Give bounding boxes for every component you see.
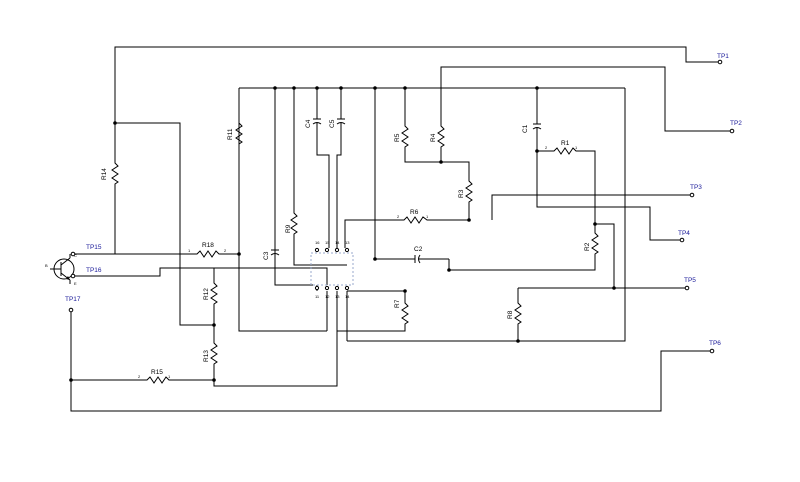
ic-pin-label: 13 <box>335 294 340 299</box>
r5-label: R5 <box>394 133 401 142</box>
capacitor-c2: C2 <box>410 246 427 264</box>
r15-label: R15 <box>151 369 163 376</box>
r11-label: R11 <box>227 128 234 140</box>
r6-pin1: 1 <box>426 214 429 219</box>
testpoint-tp4: TP4 <box>678 230 690 243</box>
resistor-r9: R9 <box>285 210 298 236</box>
resistor-r11: R11 <box>227 120 243 146</box>
resistor-r14: R14 <box>101 160 119 186</box>
resistor-r3: R3 <box>458 178 473 203</box>
tp2-label: TP2 <box>730 120 742 127</box>
r4-label: R4 <box>430 133 437 142</box>
c4-label: C4 <box>305 119 312 128</box>
ic-pin-label: 15 <box>325 240 330 245</box>
resistor-r7: R7 <box>394 299 409 325</box>
tp15-label: TP15 <box>86 244 102 251</box>
r15-pin1: 1 <box>168 374 171 379</box>
c3-label: C3 <box>263 251 270 260</box>
ic-pin-label: 11 <box>315 294 320 299</box>
testpoint-tp3: TP3 <box>689 184 702 198</box>
testpoint-tp5: TP5 <box>684 277 696 291</box>
r8-label: R8 <box>507 310 514 319</box>
r9-label: R9 <box>285 224 292 233</box>
transistor-emitter-label: E <box>74 281 77 286</box>
wires <box>70 46 730 412</box>
testpoint-tp2: TP2 <box>729 120 742 134</box>
transistor-base-label: B <box>45 263 48 268</box>
r18-pin2: 2 <box>224 248 227 253</box>
c1-label: C1 <box>522 124 529 133</box>
capacitor-c3: C3 <box>263 249 280 260</box>
tp6-label: TP6 <box>709 340 721 347</box>
r14-label: R14 <box>101 168 108 180</box>
testpoint-tp15: TP15 <box>70 244 102 257</box>
r1-pin2: 2 <box>545 145 548 150</box>
r6-label: R6 <box>410 209 419 216</box>
ic-pin-label: 12 <box>325 294 330 299</box>
capacitor-c5: C5 <box>329 112 346 130</box>
r18-pin1: 1 <box>188 248 191 253</box>
testpoint-tp1: TP1 <box>717 53 729 65</box>
c2-label: C2 <box>414 246 423 253</box>
r1-label: R1 <box>561 140 570 147</box>
resistor-r5: R5 <box>394 123 409 148</box>
ic-pin-label: 13 <box>345 240 350 245</box>
tp17-label: TP17 <box>65 296 81 303</box>
testpoint-tp6: TP6 <box>709 340 721 354</box>
ic-chip: 16 15 14 13 11 12 13 14 <box>310 240 354 299</box>
transistor-q1: C B E <box>45 253 77 286</box>
tp16-label: TP16 <box>86 267 102 274</box>
r13-label: R13 <box>203 350 210 362</box>
resistor-r15: R15 2 1 <box>138 369 172 384</box>
tp5-label: TP5 <box>684 277 696 284</box>
r6-pin2: 2 <box>397 214 400 219</box>
junctions <box>69 86 616 382</box>
resistor-r1: R1 2 1 <box>545 140 578 155</box>
ic-pin-label: 14 <box>345 294 350 299</box>
r12-label: R12 <box>203 288 210 300</box>
tp1-label: TP1 <box>717 53 729 60</box>
tp4-label: TP4 <box>678 230 690 237</box>
testpoint-tp17: TP17 <box>65 296 81 313</box>
r2-label: R2 <box>584 242 591 251</box>
tp3-label: TP3 <box>690 184 702 191</box>
testpoint-tp16: TP16 <box>70 267 102 279</box>
ic-top-pins: 16 15 14 13 <box>314 240 350 253</box>
resistor-r18: R18 1 2 <box>188 242 227 258</box>
r18-label: R18 <box>202 242 214 249</box>
capacitor-c1: C1 <box>522 115 542 137</box>
resistor-r6: R6 2 1 <box>397 209 432 224</box>
resistor-r2: R2 <box>584 230 599 255</box>
ic-pin-label: 16 <box>315 240 320 245</box>
transistor-collector-label: C <box>74 253 77 258</box>
capacitor-c4: C4 <box>305 112 322 130</box>
c5-label: C5 <box>329 119 336 128</box>
r3-label: R3 <box>458 189 465 198</box>
ic-bottom-pins: 11 12 13 14 <box>314 285 350 299</box>
r1-pin1: 1 <box>575 145 578 150</box>
resistor-r8: R8 <box>507 300 522 325</box>
ic-pin-label: 14 <box>335 240 340 245</box>
r7-label: R7 <box>394 299 401 308</box>
resistor-r4: R4 <box>430 123 445 148</box>
r15-pin2: 2 <box>138 374 141 379</box>
resistor-r12: R12 <box>203 280 218 306</box>
resistor-r13: R13 <box>203 340 218 366</box>
